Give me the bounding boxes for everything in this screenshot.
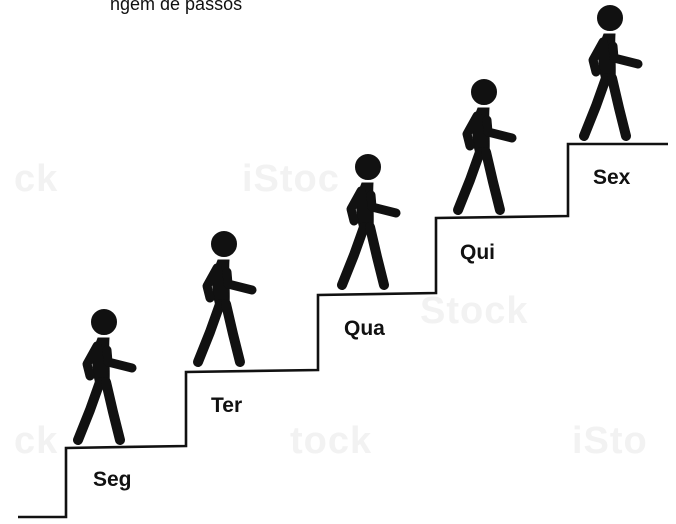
step-label-seg: Seg bbox=[93, 468, 132, 491]
walking-person-icon bbox=[342, 155, 396, 286]
walking-person-icon bbox=[78, 310, 132, 441]
watermark: iStoc bbox=[242, 158, 340, 200]
staircase-outline bbox=[18, 142, 668, 519]
watermark: ck bbox=[14, 420, 59, 462]
step-label-qui: Qui bbox=[460, 241, 495, 264]
caption-text: ngem de passos bbox=[110, 0, 243, 14]
walking-person-icon bbox=[584, 6, 638, 137]
watermark: iSto bbox=[572, 420, 648, 462]
step-label-ter: Ter bbox=[211, 394, 243, 417]
walking-person-icon bbox=[198, 232, 252, 363]
step-label-qua: Qua bbox=[344, 317, 385, 340]
watermark: ck bbox=[14, 158, 59, 200]
step-label-sex: Sex bbox=[593, 166, 631, 189]
watermark: tock bbox=[290, 420, 373, 462]
walking-person-icon bbox=[458, 80, 512, 211]
watermark: Stock bbox=[420, 290, 529, 332]
